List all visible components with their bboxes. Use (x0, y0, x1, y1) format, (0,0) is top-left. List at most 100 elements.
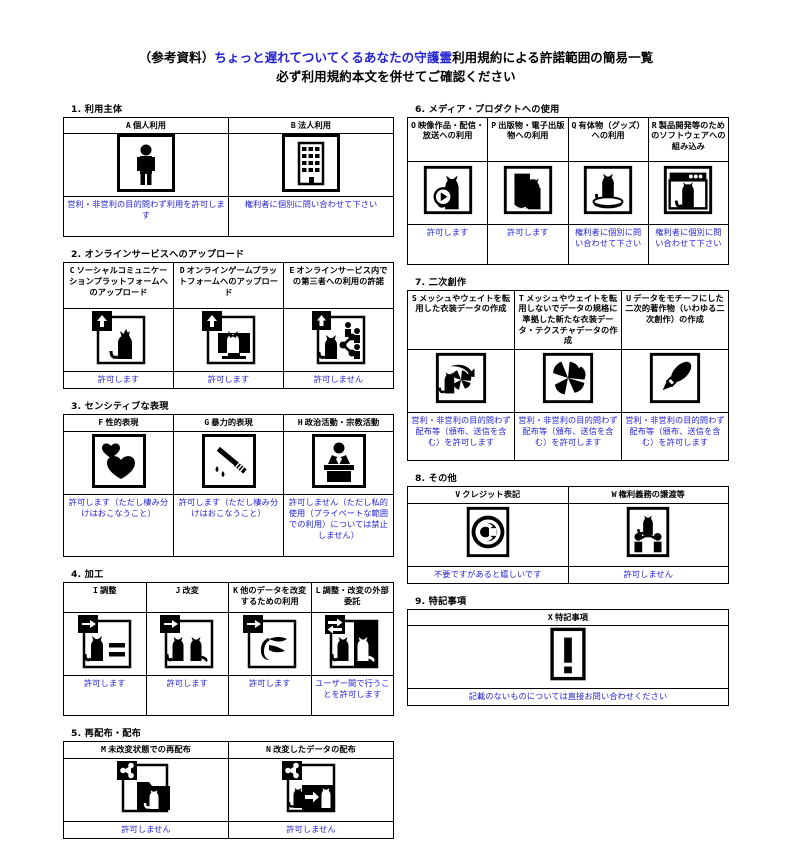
title-prefix: （参考資料） (138, 50, 215, 65)
note-I: 許可します (84, 678, 126, 689)
document-cat-icon (488, 162, 567, 218)
note-H: 許可しません（ただし私的使用（プライベートな範囲での利用）については禁止しません… (288, 497, 389, 541)
icon-cell-T (514, 349, 622, 414)
icon-cell-O (406, 160, 489, 225)
note-B: 権利者に個別に問い合わせて下さい (244, 199, 378, 210)
copyright-icon (408, 504, 568, 560)
icon-cell-V (407, 502, 569, 567)
note-X: 記載のないものについては直接お問い合わせください (468, 691, 668, 702)
icon-cell-S (406, 349, 516, 414)
transfer-people-cat-icon (569, 504, 729, 560)
note-P: 許可します (507, 226, 549, 237)
exchange-two-cats-icon (312, 613, 394, 671)
note-O: 許可します (426, 226, 469, 237)
title-product-name: ちょっと遅れてついてくるあなたの守護霊 (214, 50, 453, 65)
note-U: 営利・非営利の目的問わず配布等（頒布、送信を含む）を許可します (625, 415, 725, 448)
icon-cell-A (63, 133, 229, 198)
building-icon (229, 134, 393, 193)
section-6-heading: 6. メディア・プロダクトへの使用 (415, 103, 560, 115)
paintbrush-icon (622, 350, 728, 406)
section-7-heading: 7. 二次創作 (415, 276, 467, 288)
share-folder-cat-icon (64, 759, 228, 817)
icon-cell-F (62, 431, 175, 496)
arrow-two-cats-icon (147, 613, 229, 671)
note-V: 不要ですがあると嬉しいです (434, 568, 542, 579)
page-title: （参考資料）ちょっと遅れてついてくるあなたの守護霊利用規約による許諾範囲の簡易一… (0, 0, 792, 87)
icon-cell-R (647, 160, 730, 225)
upload-cat-icon (64, 309, 173, 367)
icon-cell-H (283, 431, 394, 496)
icon-cell-W (567, 502, 729, 567)
note-W: 許可しません (623, 568, 673, 579)
section-9-heading: 9. 特記事項 (415, 595, 467, 607)
icon-cell-C (62, 308, 175, 373)
arrow-cat-equal-icon (64, 613, 146, 671)
knife-icon (174, 432, 283, 490)
note-C: 許可します (97, 374, 140, 385)
hearts-icon (64, 432, 173, 490)
note-R: 権利者に個別に問い合わせて下さい (655, 226, 722, 248)
share-folder-modified-cat-icon (229, 759, 393, 817)
icon-cell-B (228, 133, 394, 198)
person-icon (64, 134, 228, 193)
icon-cell-P (487, 160, 569, 225)
note-T: 営利・非営利の目的問わず配布等（頒布、送信を含む）を許可します (518, 415, 618, 448)
section-3-heading: 3. センシティブな表現 (71, 401, 169, 413)
note-S: 営利・非営利の目的問わず配布等（頒布、送信を含む）を許可します (411, 415, 511, 448)
exclamation-icon (408, 626, 728, 682)
section-5-heading: 5. 再配布・配布 (71, 728, 142, 740)
title-suffix: 利用規約による許諾範囲の簡易一覧 (452, 50, 654, 65)
icon-cell-L (310, 612, 394, 677)
icon-cell-Q (567, 160, 649, 225)
title-line-1: （参考資料）ちょっと遅れてついてくるあなたの守護霊利用規約による許諾範囲の簡易一… (0, 48, 792, 67)
title-line-2: 必ず利用規約本文を併せてご確認ください (276, 69, 516, 85)
section-8-heading: 8. その他 (415, 473, 457, 485)
podium-speaker-icon (284, 432, 393, 490)
icon-cell-U (621, 349, 729, 414)
cat-mesh-transfer-icon (408, 350, 514, 406)
icon-cell-J (145, 612, 229, 677)
section-4-heading: 4. 加工 (71, 569, 104, 581)
note-N: 許可しません (286, 823, 336, 834)
section-1-heading: 1. 利用主体 (71, 103, 123, 115)
icon-cell-K (228, 612, 312, 677)
icon-cell-N (228, 757, 394, 822)
note-F: 許可します（ただし棲み分けはおこなうこと） (68, 497, 169, 519)
play-cat-icon (408, 162, 487, 218)
arrow-cat-morph-icon (229, 613, 311, 671)
